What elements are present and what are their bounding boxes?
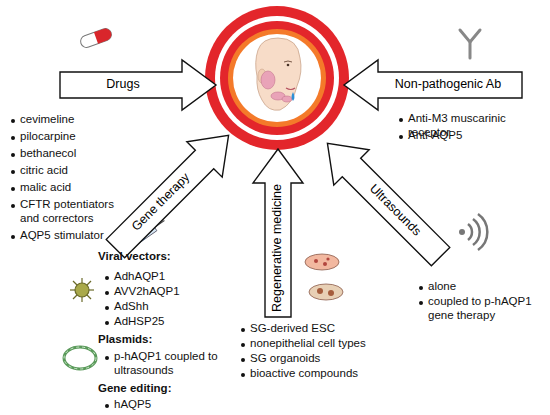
list-heading: Viral vectors: — [98, 250, 218, 264]
bullet-dot — [399, 118, 403, 122]
block-arrow: Regenerative medicine — [253, 149, 303, 317]
arrow-label: Gene therapy — [101, 142, 223, 264]
block-arrow: Drugs — [60, 60, 216, 110]
bullet-dot — [241, 358, 245, 362]
block-arrow: Gene therapy — [98, 118, 246, 266]
bullet-dot — [11, 119, 15, 123]
list-item: pilocarpine — [20, 130, 140, 144]
block-arrow: Ultrasounds — [310, 126, 458, 274]
arrow-label: Non-pathogenic Ab — [378, 60, 518, 110]
list-item: hAQP5 — [114, 398, 224, 412]
list-item: AVV2hAQP1 — [114, 285, 224, 299]
list-item: CFTR potentiators and correctors — [20, 198, 124, 226]
list-heading: Gene editing: — [98, 382, 218, 396]
arrow-shape — [60, 60, 216, 110]
bullet-dot — [11, 204, 15, 208]
list-item: p-hAQP1 coupled to ultrasounds — [114, 350, 232, 378]
list-item: Anti-AQP5 — [408, 129, 548, 143]
list-item: AdHSP25 — [114, 315, 224, 329]
bullet-dot — [105, 276, 109, 280]
bullet-dot — [105, 356, 109, 360]
arrow-shape — [253, 149, 303, 317]
face-illustration — [256, 38, 301, 110]
list-item: malic acid — [20, 181, 140, 195]
bullet-dot — [241, 343, 245, 347]
list-item: AQP5 stimulator — [20, 229, 140, 243]
arrow-label: Ultrasounds — [334, 150, 456, 272]
list-item: SG organoids — [250, 352, 400, 366]
arrow-shape — [98, 118, 246, 266]
virus-icon — [70, 278, 94, 302]
list-item: AdShh — [114, 300, 224, 314]
antibody-icon — [460, 30, 480, 58]
bullet-dot — [11, 153, 15, 157]
bullet-dot — [11, 170, 15, 174]
block-arrow: Non-pathogenic Ab — [344, 60, 522, 110]
arrow-label: Drugs — [64, 60, 182, 110]
list-item: bethanecol — [20, 147, 140, 161]
list-item: bioactive compounds — [250, 367, 400, 381]
pill-icon — [79, 27, 113, 49]
arrow-shape — [344, 60, 522, 110]
petri-dish-icon — [305, 254, 343, 300]
bullet-dot — [11, 235, 15, 239]
bullet-dot — [105, 306, 109, 310]
list-item: cevimeline — [20, 113, 140, 127]
list-item: citric acid — [20, 164, 140, 178]
bullet-dot — [105, 404, 109, 408]
bullet-dot — [241, 373, 245, 377]
bullet-dot — [105, 291, 109, 295]
bullet-dot — [105, 321, 109, 325]
bullet-dot — [419, 301, 423, 305]
bullet-dot — [11, 187, 15, 191]
list-heading: Plasmids: — [98, 333, 218, 347]
list-item: coupled to p-hAQP1 gene therapy — [428, 295, 540, 323]
arrow-shape — [310, 126, 458, 274]
arrow-label: Regenerative medicine — [253, 183, 303, 313]
list-item: AdhAQP1 — [114, 270, 224, 284]
list-item: SG-derived ESC — [250, 322, 400, 336]
list-item: nonepithelial cell types — [250, 337, 400, 351]
bullet-dot — [241, 328, 245, 332]
ultrasound-icon — [459, 214, 487, 250]
list-item: alone — [428, 280, 543, 294]
plasmid-icon — [64, 347, 96, 369]
bullet-dot — [11, 136, 15, 140]
bullet-dot — [419, 286, 423, 290]
bullet-dot — [399, 135, 403, 139]
target-rings — [205, 6, 349, 150]
